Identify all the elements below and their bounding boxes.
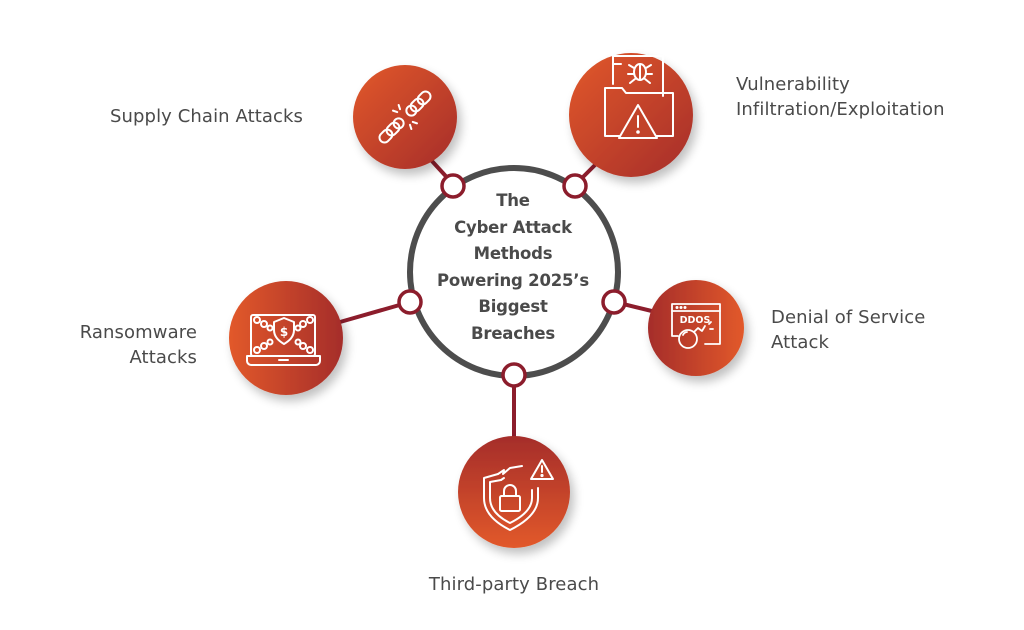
label-line: Ransomware [79,322,197,343]
label-third-party: Third-party Breach [412,572,616,597]
junction-dot-third-party [501,362,527,388]
node-circle-supply-chain [353,65,457,169]
label-line: Denial of Service [771,307,926,328]
diagram-title: The Cyber Attack Methods Powering 2025’s… [413,188,613,347]
node-circle-vulnerability [569,53,693,177]
chained-laptop-icon [246,314,321,366]
junction-dots [397,173,627,388]
junction-dot-dos [601,289,627,315]
node-circle-ransomware [229,281,343,395]
label-dos: Denial of Service Attack [771,305,925,355]
ddos-bomb-icon [671,303,721,349]
broken-chain-icon [378,90,432,144]
bug-folder-warning-icon [604,55,674,139]
title-line: The [496,191,530,210]
dollar-sign-icon: $ [280,325,288,339]
label-line: Third-party Breach [428,574,600,595]
label-line: Attack [771,332,830,353]
label-line: Supply Chain Attacks [110,106,304,127]
label-vulnerability: Vulnerability Infiltration/Exploitation [736,72,945,122]
node-vulnerability [569,53,693,177]
title-line: Breaches [471,323,555,343]
node-ransomware: $ [229,281,343,395]
ddos-icon-text: DDOS [680,315,711,326]
node-third-party [458,436,570,548]
label-line: Infiltration/Exploitation [736,99,945,120]
label-line: Attacks [129,347,197,368]
title-line: Biggest [478,297,548,316]
junction-dot-vulnerability [562,173,588,199]
label-line: Vulnerability [736,74,850,95]
label-ransomware: Ransomware Attacks [30,320,197,370]
node-circle-dos [648,280,744,376]
label-supply-chain: Supply Chain Attacks [110,104,303,129]
node-supply-chain [353,65,457,169]
title-line: Methods [473,244,553,263]
broken-shield-lock-icon [483,459,554,531]
title-line: Cyber Attack [454,217,572,237]
node-circle-third-party [458,436,570,548]
junction-dot-ransomware [397,289,423,315]
title-line: Powering 2025’s [437,270,589,290]
junction-dot-supply-chain [440,173,466,199]
node-dos: DDOS [648,280,744,376]
